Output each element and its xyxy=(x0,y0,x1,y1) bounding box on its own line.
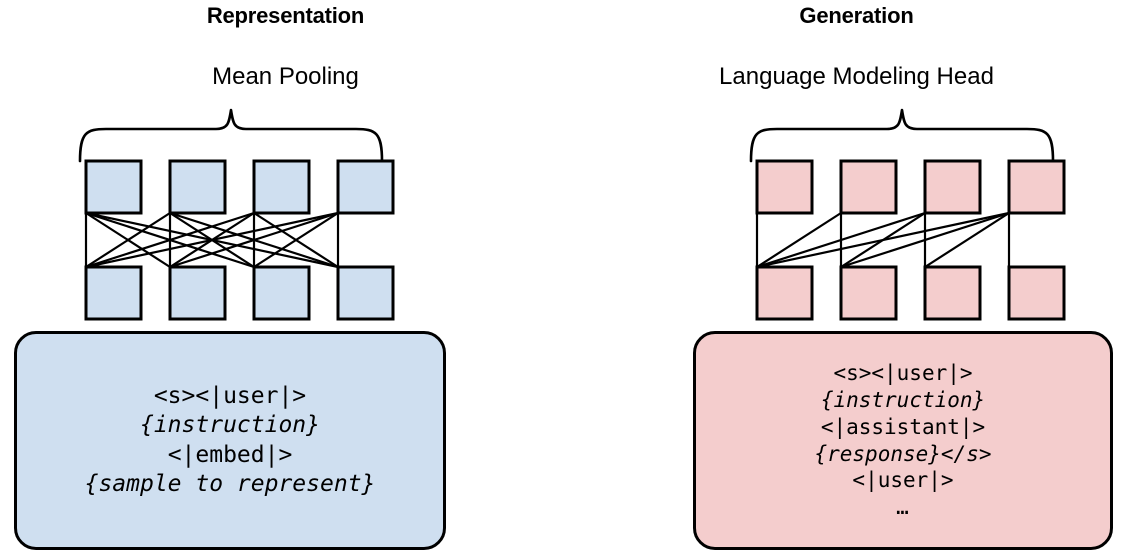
token-cell xyxy=(1007,159,1066,215)
token-cell xyxy=(923,265,982,321)
token-cell xyxy=(839,265,898,321)
prompt-line: <|embed|> xyxy=(167,441,293,468)
token-cell xyxy=(336,159,395,215)
network-generation xyxy=(755,159,1066,321)
token-cell xyxy=(336,265,395,321)
panel-title-generation: Generation xyxy=(799,3,914,28)
token-cell xyxy=(755,159,814,215)
token-cell xyxy=(252,159,311,215)
token-row-bottom-representation xyxy=(84,265,395,321)
pooling-brace-icon xyxy=(78,108,384,163)
panel-representation: Representation Mean Pooling xyxy=(14,3,446,550)
token-cell xyxy=(1007,265,1066,321)
attention-edges-causal xyxy=(755,211,1011,269)
lm-head-brace-icon xyxy=(749,108,1055,163)
pooling-brace xyxy=(76,107,386,163)
prompt-line: {instruction} xyxy=(820,387,986,412)
panel-subtitle-language-modeling-head: Language Modeling Head xyxy=(719,63,994,90)
prompt-box-generation: <s><|user|> {instruction} <|assistant|> … xyxy=(693,331,1113,550)
token-row-top-generation xyxy=(755,159,1066,215)
prompt-line: <s><|user|> xyxy=(153,382,307,409)
panel-subtitle-mean-pooling: Mean Pooling xyxy=(212,63,359,90)
prompt-line: {instruction} xyxy=(139,412,320,439)
network-representation xyxy=(84,159,395,321)
panel-title-representation: Representation xyxy=(206,3,365,28)
prompt-line: {response}</s> xyxy=(814,441,992,466)
token-cell xyxy=(84,265,143,321)
attention-edges-bidirectional xyxy=(84,211,340,269)
token-row-top-representation xyxy=(84,159,395,215)
token-row-bottom-generation xyxy=(755,265,1066,321)
token-cell xyxy=(839,159,898,215)
token-cell xyxy=(755,265,814,321)
prompt-line: <|user|> xyxy=(852,468,954,493)
token-cell xyxy=(252,265,311,321)
prompt-box-representation: <s><|user|> {instruction} <|embed|> {sam… xyxy=(14,331,446,550)
prompt-line-ellipsis: … xyxy=(896,495,910,520)
token-cell xyxy=(168,265,227,321)
token-cell xyxy=(168,159,227,215)
token-cell xyxy=(84,159,143,215)
lm-head-brace xyxy=(747,107,1057,163)
token-cell xyxy=(923,159,982,215)
prompt-line: <|assistant|> xyxy=(820,414,986,439)
panel-generation: Generation Language Modeling Head xyxy=(571,0,1142,556)
prompt-line: {sample to represent} xyxy=(84,470,376,497)
prompt-line: <s><|user|> xyxy=(833,360,973,385)
